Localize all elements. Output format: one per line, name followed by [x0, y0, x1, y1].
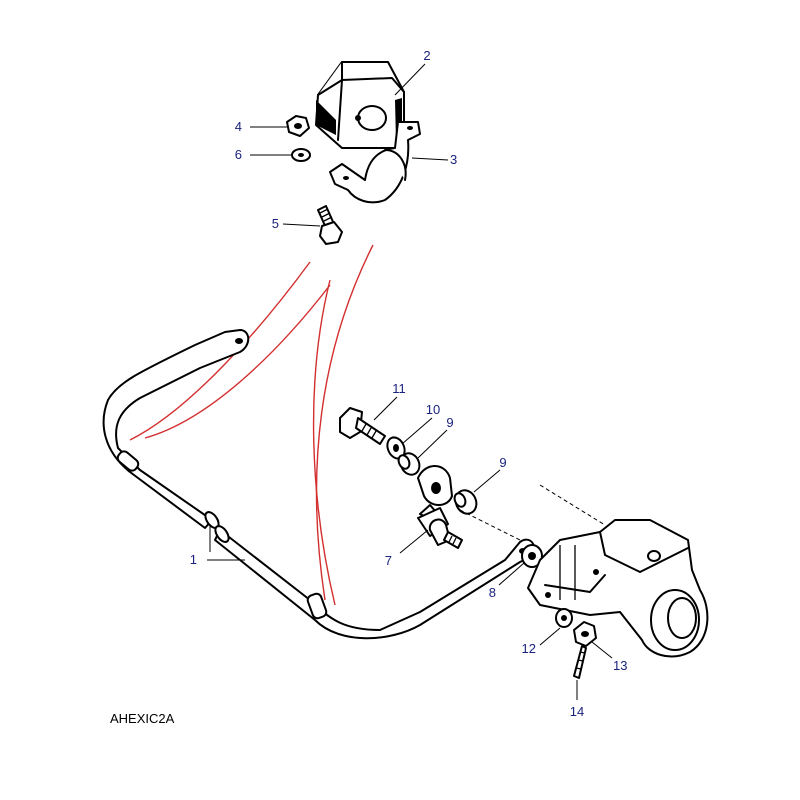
callout-9-upper: 9 — [446, 415, 453, 430]
mounting-guide-lines — [129, 244, 374, 606]
part-8-bush — [521, 544, 543, 568]
callout-5: 5 — [272, 216, 279, 231]
callout-10: 10 — [426, 402, 440, 417]
callout-9-lower: 9 — [499, 455, 506, 470]
part-4-nut — [286, 115, 310, 137]
diagram-reference-code: AHEXIC2A — [110, 711, 175, 726]
callout-8: 8 — [489, 585, 496, 600]
part-7-drop-link — [417, 465, 463, 549]
callout-13: 13 — [613, 658, 627, 673]
part-3-clamp — [329, 121, 421, 204]
alignment-line — [459, 509, 521, 541]
axle-bracket — [527, 519, 709, 658]
part-14-bolt — [573, 645, 587, 679]
guide-line — [315, 244, 374, 601]
part-13-nut — [573, 621, 597, 647]
part-9-bush-lower — [453, 489, 478, 515]
callout-3: 3 — [450, 152, 457, 167]
alignment-line — [539, 484, 606, 526]
part-2-bush — [315, 61, 405, 149]
callout-labels: 1 2 3 4 5 6 7 8 9 9 10 11 12 13 14 — [190, 48, 628, 719]
callout-1: 1 — [190, 552, 197, 567]
part-12-washer — [555, 608, 573, 628]
callout-12: 12 — [522, 641, 536, 656]
part-11-bolt — [339, 407, 386, 445]
callout-2: 2 — [423, 48, 430, 63]
callout-4: 4 — [235, 119, 242, 134]
part-6-washer — [291, 148, 311, 162]
part-1-anti-roll-bar — [102, 329, 536, 640]
leader-lines — [207, 63, 613, 700]
guide-line — [129, 261, 311, 441]
guide-line — [312, 279, 336, 606]
guide-line — [144, 284, 331, 439]
part-10-washer — [386, 436, 406, 460]
part-5-bolt — [317, 205, 343, 245]
callout-7: 7 — [385, 553, 392, 568]
callout-6: 6 — [235, 147, 242, 162]
callout-11: 11 — [392, 381, 406, 396]
part-9-bush-upper — [397, 452, 421, 476]
callout-14: 14 — [570, 704, 584, 719]
